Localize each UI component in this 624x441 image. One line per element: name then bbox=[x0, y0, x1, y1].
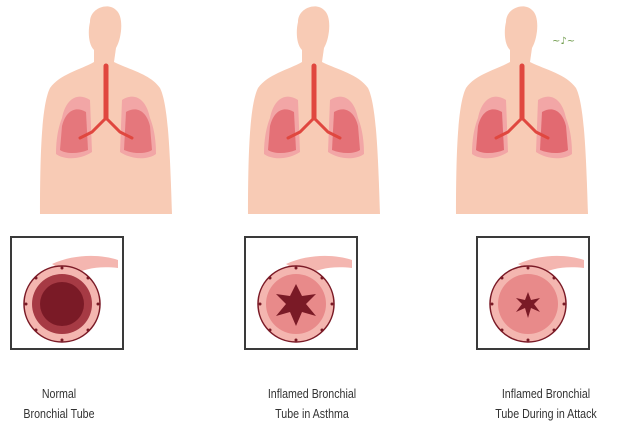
caption-line-2: Tube in Asthma bbox=[227, 404, 398, 424]
caption-line-1: Inflamed Bronchial bbox=[227, 384, 398, 404]
airway-cross-section-normal bbox=[12, 238, 122, 348]
caption-normal: Normal Bronchial Tube bbox=[0, 384, 144, 424]
human-torso-attack bbox=[416, 0, 624, 240]
panel-inflamed: Inflamed Bronchial Tube in Asthma bbox=[208, 0, 416, 441]
caption-attack: Inflamed Bronchial Tube During in Attack bbox=[461, 384, 624, 424]
caption-line-1: Normal bbox=[0, 384, 144, 404]
wheeze-sound-icon: ~♪~ bbox=[552, 36, 575, 47]
human-torso-normal bbox=[0, 0, 208, 240]
caption-line-2: Tube During in Attack bbox=[461, 404, 624, 424]
caption-line-1: Inflamed Bronchial bbox=[461, 384, 624, 404]
caption-line-2: Bronchial Tube bbox=[0, 404, 144, 424]
airway-inset-inflamed bbox=[244, 236, 358, 350]
airway-inset-attack bbox=[476, 236, 590, 350]
panel-attack: Inflamed Bronchial Tube During in Attack bbox=[416, 0, 624, 441]
airway-cross-section-inflamed bbox=[246, 238, 356, 348]
panel-normal: Normal Bronchial Tube bbox=[0, 0, 208, 441]
caption-inflamed: Inflamed Bronchial Tube in Asthma bbox=[227, 384, 398, 424]
human-torso-inflamed bbox=[208, 0, 416, 240]
airway-inset-normal bbox=[10, 236, 124, 350]
airway-cross-section-attack bbox=[478, 238, 588, 348]
